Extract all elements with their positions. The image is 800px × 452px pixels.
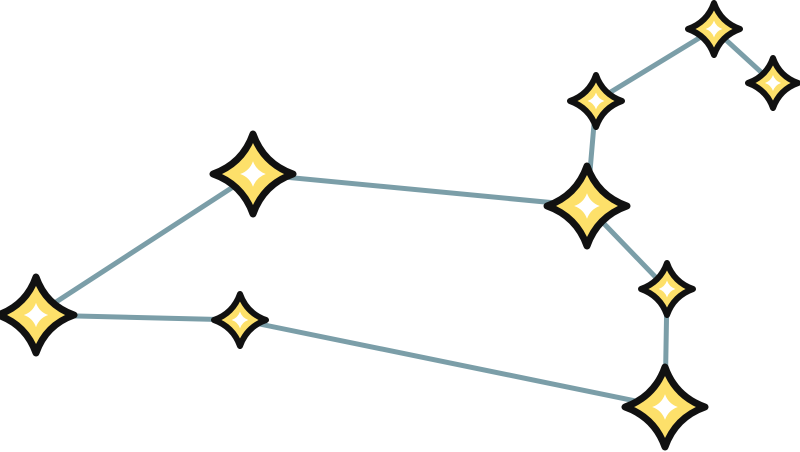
constellation-line (237, 317, 668, 410)
constellation-line (593, 26, 717, 104)
star-icon (638, 260, 696, 318)
star-highlight (240, 161, 266, 187)
star-highlight (23, 302, 49, 328)
star-highlight (587, 92, 605, 110)
star-highlight (658, 280, 676, 298)
star-highlight (705, 20, 723, 38)
star-highlight (574, 193, 600, 219)
star-icon (745, 55, 800, 111)
star-icon (685, 0, 743, 58)
constellation-line (33, 171, 256, 318)
star-icon (0, 273, 78, 357)
star-icon (211, 291, 269, 349)
constellation-line (250, 171, 590, 209)
star-highlight (231, 311, 249, 329)
star-icon (621, 363, 709, 451)
star-icon (567, 72, 625, 130)
star-icon (209, 130, 297, 218)
star-highlight (652, 394, 678, 420)
star-icon (543, 162, 631, 250)
star-highlight (765, 75, 781, 91)
constellation-lines (33, 26, 776, 410)
